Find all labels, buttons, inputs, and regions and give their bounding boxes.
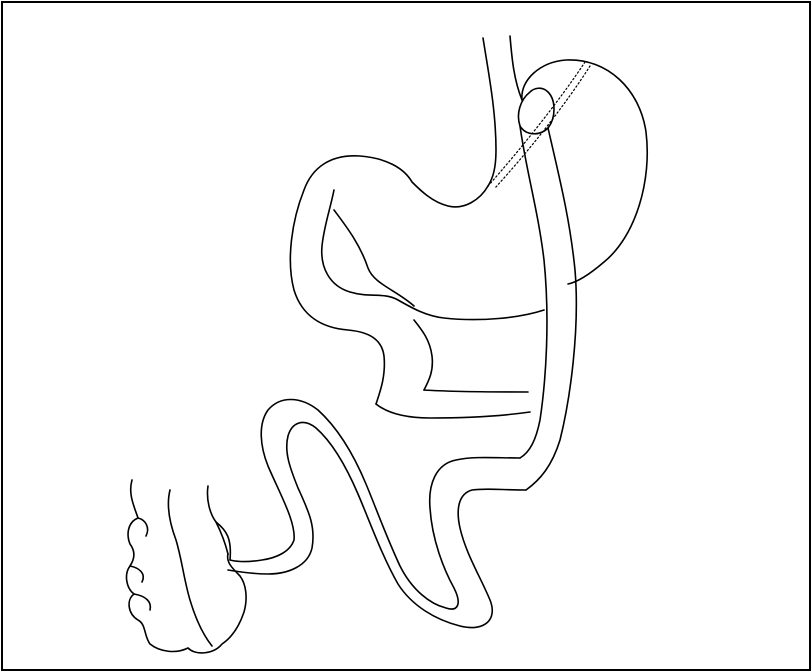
bypassed-stomach-remnant bbox=[488, 60, 647, 284]
stomach-body bbox=[290, 156, 544, 404]
biliopancreatic-limb bbox=[376, 320, 530, 418]
gastric-pouch bbox=[518, 88, 554, 134]
colon bbox=[127, 480, 247, 653]
jejunum-loop bbox=[228, 400, 526, 628]
roux-limb bbox=[520, 126, 576, 490]
esophagus bbox=[483, 36, 522, 186]
